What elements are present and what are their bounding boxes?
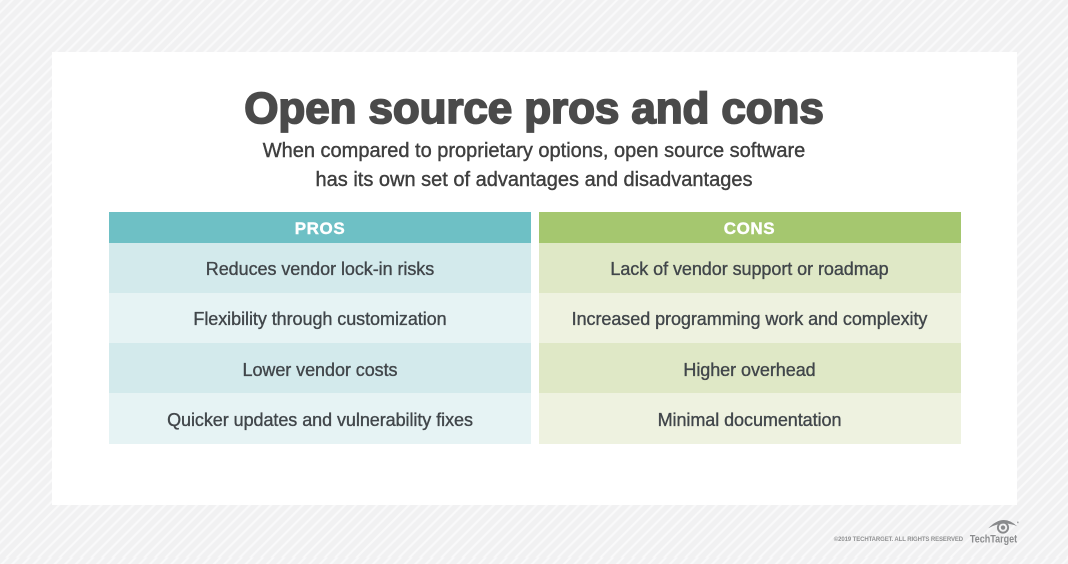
svg-text:TechTarget: TechTarget bbox=[970, 533, 1018, 545]
